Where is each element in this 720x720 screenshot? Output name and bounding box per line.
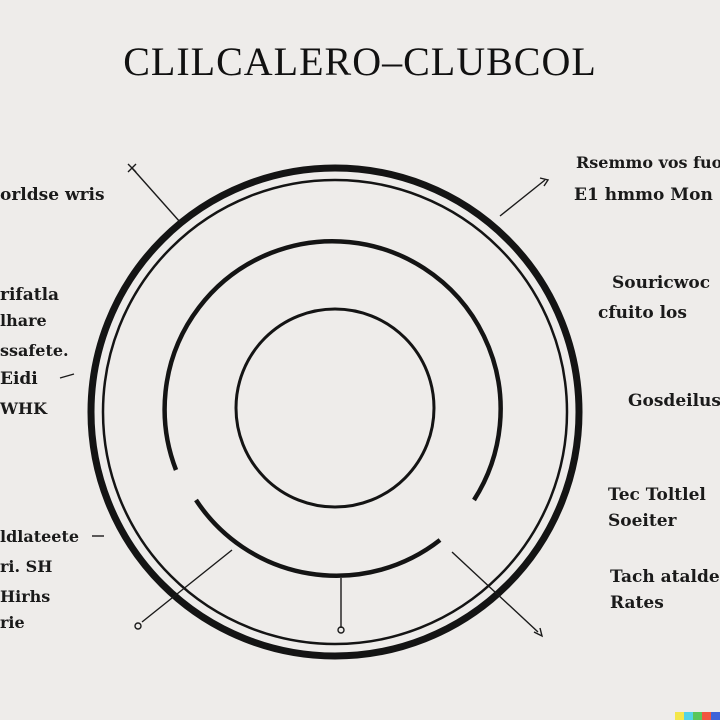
inner-ring <box>234 307 436 509</box>
callout-bottom-left <box>141 549 233 623</box>
callout-bottom-right <box>451 551 539 633</box>
label-right-1: Rsemmo vos fuocse <box>576 153 720 172</box>
palette-swatch <box>711 712 720 720</box>
callout-top-left <box>131 167 181 223</box>
color-palette-watermark <box>675 712 720 720</box>
label-left-6: WHK <box>0 399 47 418</box>
label-left-4: ssafete. <box>0 341 69 360</box>
label-left-8: ri. SH <box>0 557 53 576</box>
label-right-7: Soeiter <box>608 511 677 531</box>
label-right-4: cfuito los <box>598 303 687 323</box>
label-left-10: rie <box>0 613 25 632</box>
label-left-1: orldse wris <box>0 185 105 205</box>
palette-swatch <box>684 712 693 720</box>
middle-ring-lower <box>194 498 442 578</box>
label-right-2: E1 hmmo Mon <box>574 185 713 205</box>
label-right-5: Gosdeilus <box>628 391 720 411</box>
label-right-6: Tec Toltlel <box>608 485 706 505</box>
middle-ring <box>162 239 503 502</box>
palette-swatch <box>702 712 711 720</box>
label-right-9: Rates <box>610 593 664 613</box>
label-right-3: Souricwoc <box>612 273 711 293</box>
label-left-2: rifatla <box>0 285 60 305</box>
label-left-9: Hirhs <box>0 587 51 606</box>
callout-top-right <box>499 179 546 217</box>
palette-swatch <box>675 712 684 720</box>
label-right-8: Tach ataldeh <box>610 567 720 587</box>
label-left-7: ldlateete <box>0 527 80 546</box>
page-title: CLILCALERO–CLUBCOL <box>123 39 597 84</box>
palette-swatch <box>693 712 702 720</box>
label-left-5: Eidi <box>0 369 38 389</box>
callout-left-mid <box>59 373 75 379</box>
outer-ring-inner-line <box>101 178 569 646</box>
label-left-3: lhare <box>0 311 47 330</box>
outer-ring <box>87 164 583 660</box>
